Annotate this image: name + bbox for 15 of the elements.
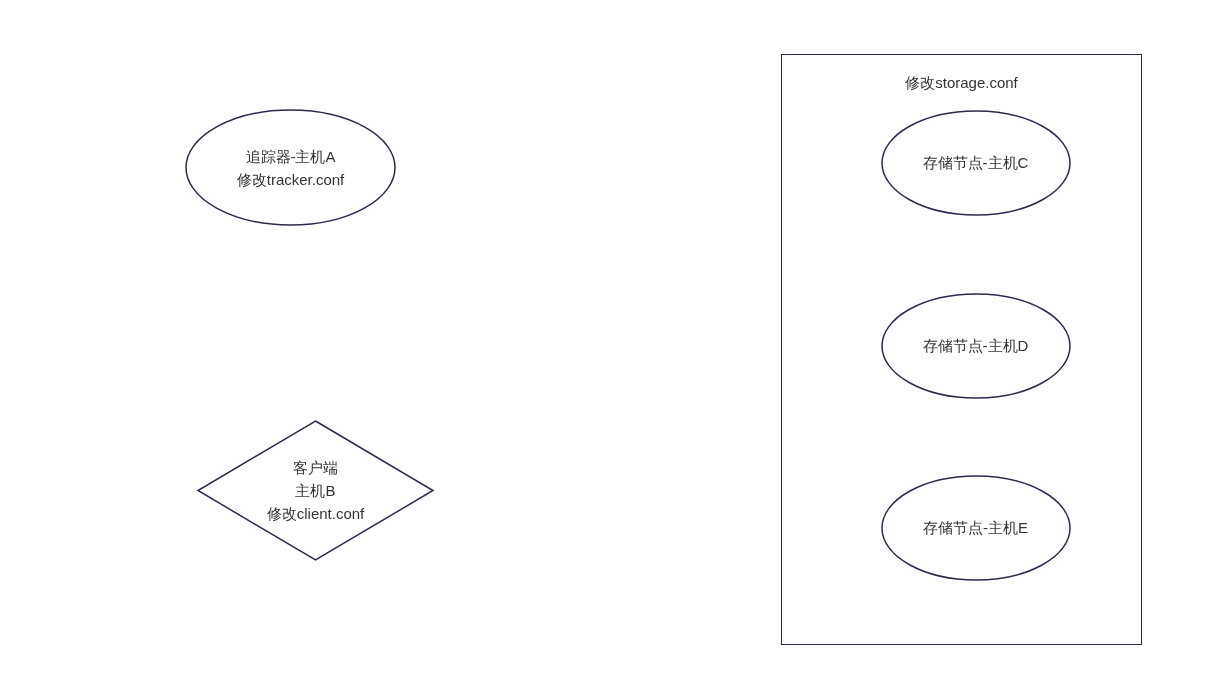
box-title: 修改storage.conf <box>905 73 1018 93</box>
node-label: 客户端 <box>293 458 338 478</box>
node-label: 修改tracker.conf <box>236 169 345 190</box>
node-label: 存储节点-主机E <box>923 518 1028 538</box>
node-label: 修改client.conf <box>266 504 365 524</box>
node-label: 主机B <box>295 481 336 501</box>
node-label: 追踪器-主机A <box>245 146 336 167</box>
node-label: 存储节点-主机D <box>922 336 1029 356</box>
ellipse-node <box>185 109 396 226</box>
diamond-node <box>197 420 434 561</box>
ellipse-node <box>880 109 1071 216</box>
container-box <box>781 54 1142 645</box>
ellipse-node <box>880 474 1071 581</box>
node-label: 存储节点-主机C <box>922 153 1029 173</box>
ellipse-node <box>880 292 1071 399</box>
